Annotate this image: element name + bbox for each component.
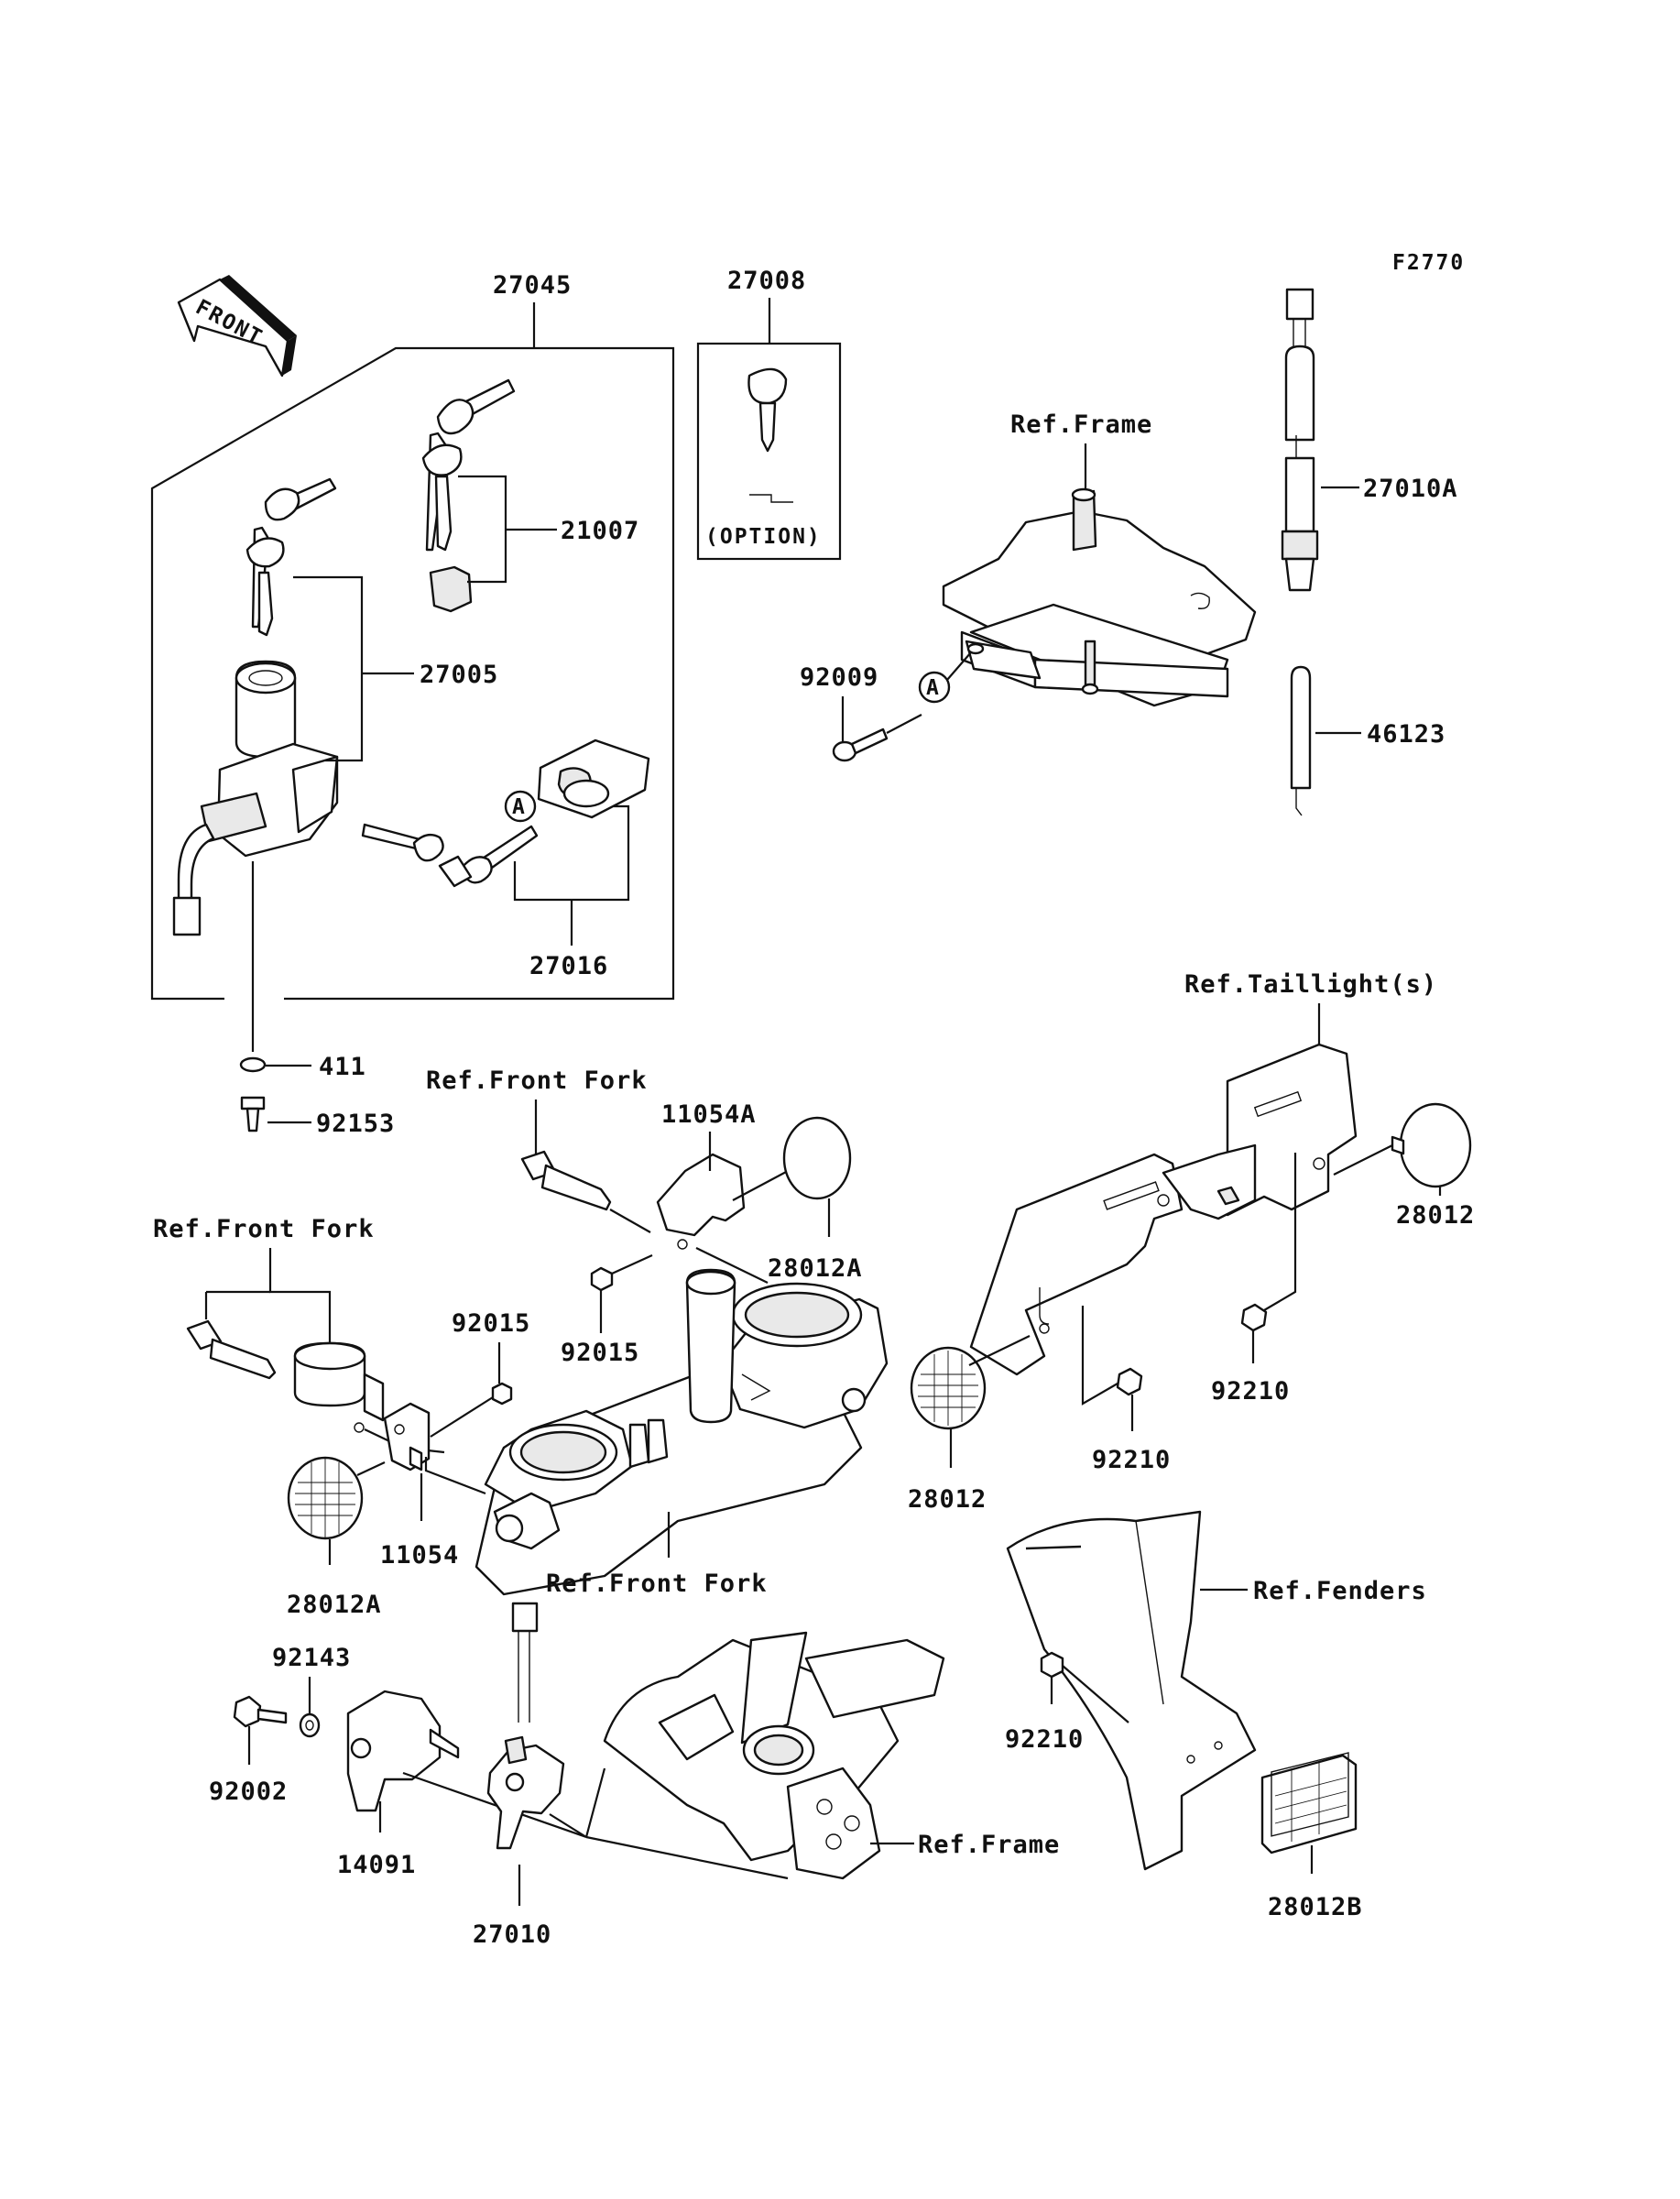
- part-number-92210-c: 92210: [1005, 1725, 1084, 1754]
- part-number-92210-a: 92210: [1211, 1377, 1290, 1406]
- bolt-92002: 92002: [209, 1695, 288, 1806]
- part-number-411: 411: [319, 1053, 366, 1081]
- spring-46123: 46123: [1290, 665, 1445, 816]
- reflector-28012A-bottom: 28012A: [287, 1456, 386, 1619]
- front-arrow-icon: FRONT: [177, 275, 297, 377]
- part-number-92143: 92143: [272, 1644, 351, 1672]
- clamp-11054: 11054: [380, 1402, 486, 1570]
- washer-92143: 92143: [272, 1644, 351, 1738]
- callout-a-1: A: [512, 795, 527, 819]
- nut-92210-a: 92210: [1211, 1153, 1297, 1406]
- reflector-28012-right: 28012: [1333, 1102, 1475, 1230]
- part-number-27008: 27008: [727, 267, 806, 295]
- option-label: (OPTION): [705, 525, 822, 549]
- part-number-11054A: 11054A: [661, 1100, 757, 1129]
- screw-92009: 92009 A: [800, 651, 972, 762]
- switch-27010: 27010: [473, 1602, 587, 1949]
- part-number-92015-b: 92015: [561, 1339, 639, 1367]
- taillight-bracket: Ref.Taillight(s): [969, 970, 1437, 1376]
- ref-taillight: Ref.Taillight(s): [1184, 970, 1437, 999]
- figure-code: F2770: [1392, 251, 1465, 275]
- steering-stem-clamp: Ref.Front Fork: [475, 1268, 889, 1598]
- part-number-28012A-top: 28012A: [768, 1254, 863, 1283]
- part-number-28012B: 28012B: [1268, 1893, 1363, 1921]
- cover-14091: 14091: [337, 1690, 587, 1879]
- ref-fenders: Ref.Fenders: [1253, 1577, 1427, 1605]
- part-number-27010: 27010: [473, 1920, 551, 1949]
- washer-411: 411: [239, 1053, 366, 1081]
- switch-27010A: 27010A: [1281, 288, 1458, 592]
- nut-92015-b: 92015: [561, 1253, 653, 1367]
- ignition-set-group: 27045: [150, 271, 675, 1001]
- reflector-28012-mid: 28012: [908, 1335, 1031, 1514]
- part-number-92153: 92153: [316, 1110, 395, 1138]
- part-number-14091: 14091: [337, 1851, 416, 1879]
- rear-fender: Ref.Fenders: [1006, 1510, 1427, 1871]
- ref-front-fork-3: Ref.Front Fork: [546, 1570, 768, 1598]
- part-number-92015-a: 92015: [452, 1309, 530, 1338]
- part-number-11054: 11054: [380, 1541, 459, 1570]
- fork-clamp-bolt-left: Ref.Front Fork: [153, 1215, 445, 1454]
- ref-front-fork-1: Ref.Front Fork: [426, 1067, 648, 1095]
- part-number-92210-b: 92210: [1092, 1446, 1171, 1474]
- callout-a-2: A: [926, 676, 941, 700]
- part-number-21007: 21007: [561, 517, 639, 545]
- part-number-27010A: 27010A: [1363, 475, 1458, 503]
- seat-lock-27016: A 27016: [361, 738, 650, 980]
- part-number-28012-mid: 28012: [908, 1485, 987, 1514]
- part-number-28012-right: 28012: [1396, 1201, 1475, 1230]
- ref-frame-bottom: Ref.Frame: [918, 1831, 1060, 1859]
- nut-92210-b: 92210: [1081, 1306, 1171, 1474]
- part-number-92002: 92002: [209, 1778, 288, 1806]
- key-pair-21007: 21007: [421, 378, 639, 613]
- frame-section-bottom: Ref.Frame: [584, 1631, 1060, 1880]
- ignition-switch-27005: 27005: [172, 477, 498, 1052]
- nut-92210-c: 92210: [1005, 1651, 1129, 1754]
- reflector-28012B: 28012B: [1260, 1752, 1363, 1921]
- part-number-28012A-bottom: 28012A: [287, 1591, 382, 1619]
- ref-frame-top: Ref.Frame: [1010, 410, 1152, 439]
- part-number-92009: 92009: [800, 663, 878, 692]
- ref-front-fork-2: Ref.Front Fork: [153, 1215, 375, 1243]
- part-number-27045: 27045: [493, 271, 572, 300]
- part-number-46123: 46123: [1367, 720, 1445, 749]
- key-blank-27008: 27008 (OPTION): [696, 267, 842, 561]
- part-number-27005: 27005: [420, 661, 498, 689]
- nut-92015-a: 92015: [430, 1309, 530, 1438]
- fork-clamp-bolt-upper: Ref.Front Fork 11054A 28012A: [426, 1067, 863, 1284]
- screw-92153: 92153: [240, 1096, 395, 1138]
- part-number-27016: 27016: [529, 952, 608, 980]
- frame-section-top: Ref.Frame: [942, 410, 1257, 707]
